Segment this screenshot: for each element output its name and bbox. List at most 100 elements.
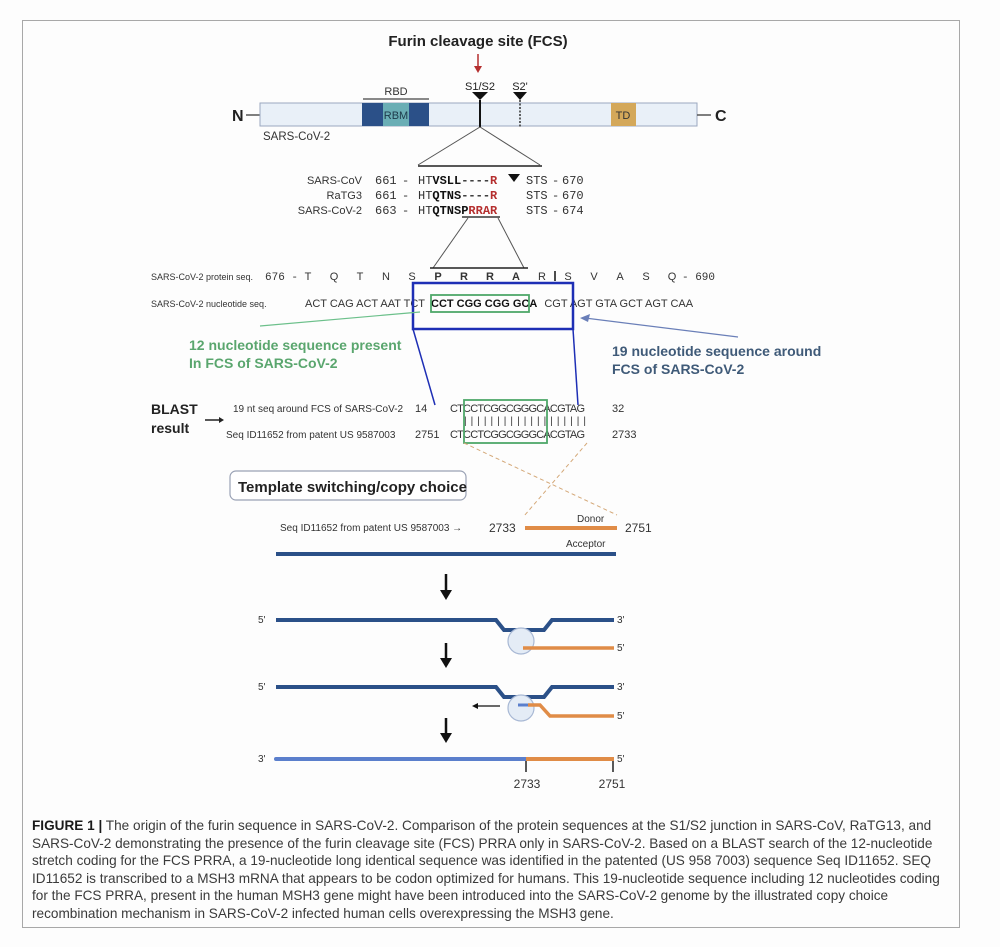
svg-text:HTVSLL----R: HTVSLL----R	[418, 174, 498, 188]
rbm-label: RBM	[384, 110, 408, 122]
alignment-row-ratg13: RaTG3 661 - HTQTNS----R STS - 670	[327, 189, 584, 203]
template-switching-box	[229, 470, 467, 501]
svg-text:661: 661	[375, 189, 397, 203]
svg-text:STS: STS	[526, 189, 548, 203]
svg-text:670: 670	[562, 189, 584, 203]
caption-text: The origin of the furin sequence in SARS…	[32, 818, 940, 921]
svg-text:STS: STS	[526, 204, 548, 218]
cleavage-marker-icon	[508, 174, 520, 182]
blast-subject-end: 2733	[612, 429, 636, 441]
svg-text:-: -	[552, 174, 559, 188]
protein-residue: A	[616, 271, 624, 283]
step1-acceptor-strand	[276, 618, 614, 632]
blast-subject-start: 2751	[415, 429, 439, 441]
step2-donor-strand	[528, 703, 614, 718]
s1s2-marker-icon	[472, 92, 488, 100]
down-arrow-icon	[440, 643, 452, 668]
blast-query-seq: CTCCTCGGCGGGCACGTAG	[450, 403, 585, 415]
alignment-row-sars-cov: SARS-CoV 661 - HTVSLL----R STS - 670	[307, 174, 584, 188]
blast-subject-seq: CTCCTCGGCGGGCACGTAG	[450, 429, 585, 441]
down-arrow-icon	[440, 718, 452, 743]
step2-five-prime-label: 5'	[258, 682, 266, 693]
svg-text:SARS-CoV-2: SARS-CoV-2	[298, 205, 362, 217]
step2-acceptor-strand	[276, 685, 614, 699]
svg-text:-: -	[402, 189, 409, 203]
protein-residue: N	[382, 271, 390, 283]
protein-seq-label: SARS-CoV-2 protein seq.	[151, 272, 253, 282]
fcs-arrow-icon	[474, 54, 482, 73]
svg-text:661: 661	[375, 174, 397, 188]
svg-text:SARS-CoV: SARS-CoV	[307, 175, 363, 187]
blast-match-bars: |||||||||||||||||||	[464, 416, 586, 427]
step2-donor-five-prime-label: 5'	[617, 711, 625, 722]
protein-residue: Q	[330, 271, 339, 283]
donor-start: 2733	[489, 521, 516, 535]
step1-five-prime-label: 5'	[258, 615, 266, 626]
step2-three-prime-label: 3'	[617, 682, 625, 693]
protein-residue: S	[564, 271, 571, 283]
final-position-end: 2751	[599, 777, 626, 791]
step1-three-prime-label: 3'	[617, 615, 625, 626]
td-domain	[611, 103, 636, 126]
final-five-prime-label: 5'	[617, 754, 625, 765]
s2prime-marker-icon	[513, 92, 527, 100]
final-three-prime-label: 3'	[258, 754, 266, 765]
protein-residue: Q	[668, 271, 677, 283]
figure-diagram: Furin cleavage site (FCS) N RBM RBD TD C…	[151, 33, 821, 791]
blast-arrow-icon	[205, 417, 224, 423]
svg-text:STS: STS	[526, 174, 548, 188]
s1s2-label: S1/S2	[465, 81, 495, 93]
final-position-start: 2733	[514, 777, 541, 791]
protein-residue: R	[486, 271, 494, 283]
protein-residue: R	[538, 271, 546, 283]
virus-label: SARS-CoV-2	[263, 131, 330, 143]
caption-label: FIGURE 1 |	[32, 818, 103, 833]
rbd-label: RBD	[384, 86, 407, 98]
step1-donor-five-prime-label: 5'	[617, 643, 625, 654]
rbm-domain	[383, 103, 409, 126]
svg-text:-: -	[402, 174, 409, 188]
protein-residue: S	[642, 271, 649, 283]
blast-match-box	[463, 399, 548, 444]
nucleotide-seq-label: SARS-CoV-2 nucleotide seq.	[151, 299, 267, 309]
protein-residue: R	[460, 271, 468, 283]
protein-residue: V	[590, 271, 598, 283]
left-arrow-icon	[472, 703, 500, 709]
svg-text:-: -	[552, 204, 559, 218]
donor-seq-label: Seq ID11652 from patent US 9587003 →	[280, 523, 462, 534]
svg-text:-: -	[402, 204, 409, 218]
protein-residue: A	[512, 271, 520, 283]
s2prime-label: S2'	[512, 81, 528, 93]
blast-query-start: 14	[415, 403, 427, 415]
down-arrow-icon	[440, 574, 452, 600]
protein-residue: T	[357, 271, 364, 283]
svg-text:674: 674	[562, 204, 584, 218]
td-label: TD	[616, 110, 631, 122]
fcs-19nt-box	[411, 281, 575, 331]
fcs-12nt-box	[430, 294, 530, 313]
figure-frame	[22, 20, 960, 928]
blast-query-label: 19 nt seq around FCS of SARS-CoV-2	[233, 404, 404, 415]
protein-residue: S	[408, 271, 415, 283]
protein-seq-end: - 690	[682, 272, 715, 284]
blast-subject-label: Seq ID11652 from patent US 9587003	[226, 430, 396, 441]
template-switching-label: Template switching/copy choice	[238, 479, 467, 496]
svg-text:HTQTNS----R: HTQTNS----R	[418, 189, 498, 203]
protein-residue: P	[434, 271, 441, 283]
c-terminus-label: C	[715, 108, 727, 125]
protein-seq-start: 676 -	[265, 272, 298, 284]
blast-query-end: 32	[612, 403, 624, 415]
svg-text:RaTG3: RaTG3	[327, 190, 362, 202]
svg-text:670: 670	[562, 174, 584, 188]
acceptor-label: Acceptor	[566, 539, 606, 550]
figure-caption: FIGURE 1 | The origin of the furin seque…	[32, 817, 952, 923]
svg-text:-: -	[552, 189, 559, 203]
n-terminus-label: N	[232, 108, 244, 125]
figure-title: Furin cleavage site (FCS)	[388, 33, 567, 50]
protein-residue: T	[305, 271, 312, 283]
svg-text:663: 663	[375, 204, 397, 218]
